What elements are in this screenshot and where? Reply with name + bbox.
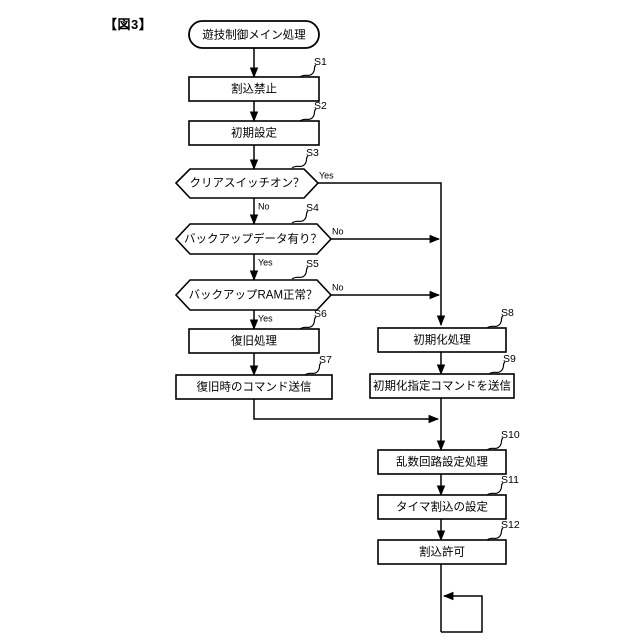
- s4-leader-line: [291, 210, 309, 224]
- s11-step-number: S11: [501, 474, 519, 486]
- s9-step-number: S9: [503, 353, 516, 365]
- s7-leader-line: [304, 362, 322, 376]
- s7-box-shape: [175, 374, 333, 400]
- s8-label: 初期化処理: [413, 333, 471, 347]
- s4-step-number: S4: [306, 202, 319, 214]
- edge-s3-yes-to-rail: [318, 182, 446, 327]
- s2-step-number: S2: [314, 100, 327, 112]
- s12-box-shape: [377, 539, 507, 565]
- connector-layer: [249, 48, 483, 633]
- s6-label: 復旧処理: [231, 334, 277, 348]
- s5-leader-line: [291, 266, 309, 280]
- s2-leader-line: [299, 108, 317, 122]
- s3-no-branch-label: No: [258, 201, 270, 211]
- s2-box-shape: [188, 120, 320, 146]
- node-s8[interactable]: 初期化処理: [377, 327, 507, 353]
- s9-label: 初期化指定コマンドを送信: [373, 379, 511, 393]
- s4-decision-shape: [174, 223, 333, 255]
- edge-s7-to-s10-rail: [253, 399, 440, 424]
- s1-leader-line: [299, 64, 317, 78]
- s7-step-number: S7: [319, 354, 332, 366]
- node-s2[interactable]: 初期設定: [188, 120, 320, 146]
- s4-label: バックアップデータ有り？: [184, 232, 322, 246]
- s10-label: 乱数回路設定処理: [396, 455, 488, 469]
- s6-step-number: S6: [314, 308, 327, 320]
- s8-step-number: S8: [501, 307, 514, 319]
- s8-leader-line: [486, 315, 504, 329]
- s5-step-number: S5: [306, 258, 319, 270]
- s3-label: クリアスイッチオン？: [190, 177, 305, 190]
- s3-decision-shape: [174, 168, 320, 199]
- s12-step-number: S12: [501, 519, 520, 531]
- s5-label: バックアップRAM正常？: [188, 289, 317, 302]
- figure-number-label: 【図3】: [104, 17, 153, 32]
- s5-decision-shape: [174, 279, 333, 311]
- node-s5[interactable]: バックアップRAM正常？: [174, 279, 333, 311]
- s3-yes-branch-label: Yes: [319, 170, 334, 180]
- s6-leader-line: [299, 316, 317, 330]
- s1-label: 割込禁止: [231, 82, 277, 96]
- s1-step-number: S1: [314, 56, 327, 68]
- s4-no-branch-label: No: [332, 226, 344, 236]
- s9-box-shape: [369, 373, 515, 399]
- node-s10[interactable]: 乱数回路設定処理: [377, 449, 507, 475]
- node-s11[interactable]: タイマ割込の設定: [377, 494, 507, 520]
- s10-step-number: S10: [501, 429, 520, 441]
- s11-label: タイマ割込の設定: [396, 500, 488, 514]
- node-s1[interactable]: 割込禁止: [188, 76, 320, 102]
- node-s3[interactable]: クリアスイッチオン？: [174, 168, 320, 199]
- node-s12[interactable]: 割込許可: [377, 539, 507, 565]
- node-s9[interactable]: 初期化指定コマンドを送信: [369, 373, 515, 399]
- node-s6[interactable]: 復旧処理: [188, 328, 320, 354]
- s11-leader-line: [486, 482, 504, 496]
- s5-no-branch-label: No: [332, 282, 344, 292]
- s7-label: 復旧時のコマンド送信: [197, 380, 312, 394]
- node-start[interactable]: 遊技制御メイン処理: [188, 20, 320, 49]
- s10-box-shape: [377, 449, 507, 475]
- s1-box-shape: [188, 76, 320, 102]
- s8-box-shape: [377, 327, 507, 353]
- start-terminator-shape: [188, 20, 320, 49]
- s3-leader-line: [291, 155, 309, 169]
- start-label: 遊技制御メイン処理: [202, 28, 306, 42]
- s10-leader-line: [486, 437, 504, 451]
- s11-box-shape: [377, 494, 507, 520]
- s12-leader-line: [486, 527, 504, 541]
- s5-yes-branch-label: Yes: [258, 313, 273, 323]
- s3-step-number: S3: [306, 147, 319, 159]
- s2-label: 初期設定: [231, 126, 277, 140]
- node-s7[interactable]: 復旧時のコマンド送信: [175, 374, 333, 400]
- s9-leader-line: [488, 361, 506, 375]
- s6-box-shape: [188, 328, 320, 354]
- edge-loop-return: [441, 591, 483, 633]
- node-s4[interactable]: バックアップデータ有り？: [174, 223, 333, 255]
- s4-yes-branch-label: Yes: [258, 257, 273, 267]
- s12-label: 割込許可: [419, 545, 465, 559]
